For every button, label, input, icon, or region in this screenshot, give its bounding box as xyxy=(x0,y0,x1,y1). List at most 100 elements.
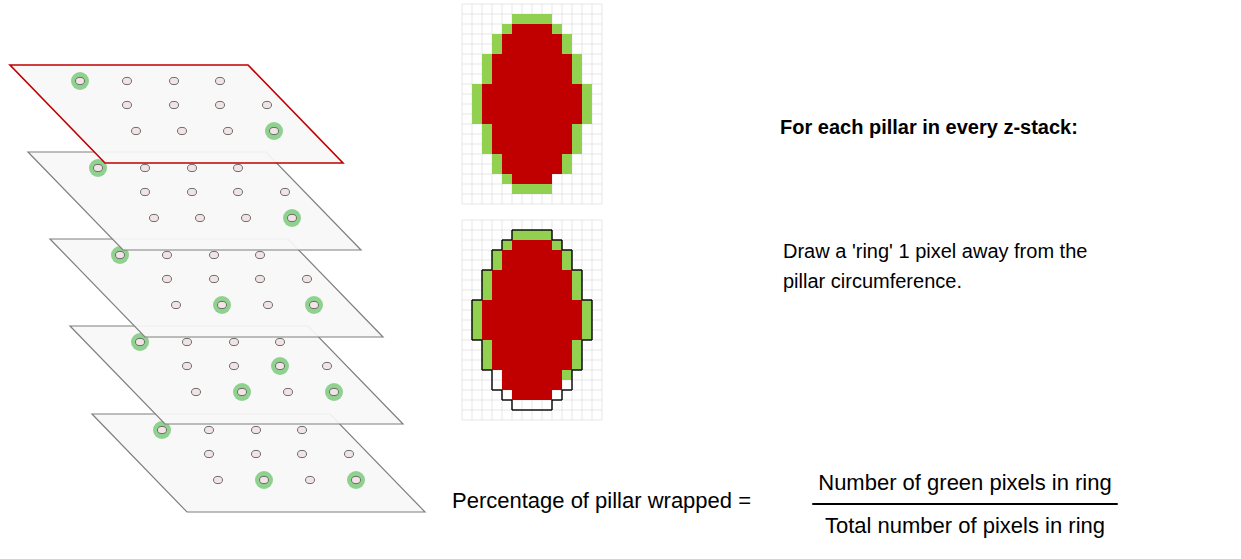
pillar-pixel xyxy=(502,360,512,370)
pillar xyxy=(216,101,225,108)
pillar-pixel xyxy=(512,124,522,134)
pillar-pixel xyxy=(502,270,512,280)
pillar-pixel xyxy=(502,64,512,74)
pillar xyxy=(345,450,354,457)
pillar xyxy=(163,251,172,258)
ring-outline xyxy=(581,350,582,360)
ring-outline xyxy=(491,260,492,270)
pillar-pixel xyxy=(522,350,532,360)
pillar-pixel xyxy=(542,370,552,380)
pillar-pixel xyxy=(542,164,552,174)
green-pixel xyxy=(522,14,532,24)
pillar-pixel xyxy=(512,134,522,144)
pillar xyxy=(136,338,145,345)
pillar-pixel xyxy=(512,174,522,184)
pillar xyxy=(170,101,179,108)
pillar-pixel xyxy=(522,340,532,350)
green-pixel xyxy=(492,44,502,54)
stack-plane xyxy=(70,326,403,424)
pillar xyxy=(76,77,85,84)
pillar-pixel xyxy=(512,310,522,320)
pillar-pixel xyxy=(502,54,512,64)
pillar xyxy=(298,426,307,433)
ring-outline xyxy=(551,230,552,240)
formula-numerator: Number of green pixels in ring xyxy=(810,470,1120,496)
ring-outline xyxy=(571,380,572,390)
pillar xyxy=(123,101,132,108)
pillar-pixel xyxy=(522,124,532,134)
pillar-pixel xyxy=(522,174,532,184)
pillar-pixel xyxy=(542,154,552,164)
pillar-pixel xyxy=(492,280,502,290)
green-pixel xyxy=(572,54,582,64)
wrapped-pillar xyxy=(283,209,301,227)
pillar xyxy=(150,214,159,221)
pillar-pixel xyxy=(492,330,502,340)
pillar-pixel xyxy=(482,310,492,320)
green-pixel xyxy=(482,144,492,154)
pillar-pixel xyxy=(502,74,512,84)
green-pixel xyxy=(572,144,582,154)
pillar-pixel xyxy=(542,360,552,370)
pillar-pixel xyxy=(522,380,532,390)
pillar-pixel xyxy=(542,350,552,360)
pillar-pixel xyxy=(552,350,562,360)
pillar-pixel xyxy=(532,94,542,104)
pillar-pixel xyxy=(532,144,542,154)
pillar-pixel xyxy=(562,310,572,320)
ring-outline xyxy=(481,290,482,300)
pillar-pixel xyxy=(522,240,532,250)
pillar xyxy=(298,450,307,457)
pillar-pixel xyxy=(492,74,502,84)
pillar-pixel xyxy=(552,54,562,64)
pillar-pixel xyxy=(562,94,572,104)
pillar xyxy=(352,476,361,483)
green-pixel xyxy=(572,290,582,300)
ring-outline xyxy=(471,320,472,330)
grid-line xyxy=(462,4,602,5)
green-pixel xyxy=(562,154,572,164)
pillar-pixel xyxy=(512,250,522,260)
green-pixel xyxy=(482,290,492,300)
green-pixel xyxy=(502,240,512,250)
pillar-pixel xyxy=(542,34,552,44)
wrapped-pillar xyxy=(255,471,273,489)
green-pixel xyxy=(482,360,492,370)
pillar-pixel xyxy=(542,330,552,340)
pillar xyxy=(141,188,150,195)
pillar-pixel xyxy=(532,370,542,380)
pillar-pixel xyxy=(562,320,572,330)
pillar-pixel xyxy=(502,134,512,144)
pillar-pixel xyxy=(502,300,512,310)
green-pixel xyxy=(502,174,512,184)
green-pixel xyxy=(482,64,492,74)
grid-line xyxy=(462,220,602,221)
pillar-pixel xyxy=(522,34,532,44)
pillar xyxy=(116,251,125,258)
ring-outline xyxy=(582,299,592,300)
pillar-pixel xyxy=(482,84,492,94)
ring-outline xyxy=(472,299,482,300)
pillar-pixel xyxy=(502,260,512,270)
pixel-grid-ring xyxy=(462,220,602,420)
pillar-pixel xyxy=(532,134,542,144)
pillar-pixel xyxy=(512,84,522,94)
pillar-pixel xyxy=(512,270,522,280)
pillar-pixel xyxy=(512,164,522,174)
pillar xyxy=(123,77,132,84)
pillar xyxy=(270,127,279,134)
green-pixel xyxy=(482,270,492,280)
pillar-pixel xyxy=(522,154,532,164)
pillar-pixel xyxy=(572,104,582,114)
pillar-pixel xyxy=(502,94,512,104)
pillar-pixel xyxy=(492,84,502,94)
green-pixel xyxy=(482,280,492,290)
pillar-pixel xyxy=(522,330,532,340)
ring-outline xyxy=(532,229,542,230)
green-pixel xyxy=(572,340,582,350)
green-pixel xyxy=(552,240,562,250)
pillar-pixel xyxy=(532,164,542,174)
ring-outline xyxy=(591,320,592,330)
ring-outline xyxy=(511,230,512,240)
pillar xyxy=(252,426,261,433)
